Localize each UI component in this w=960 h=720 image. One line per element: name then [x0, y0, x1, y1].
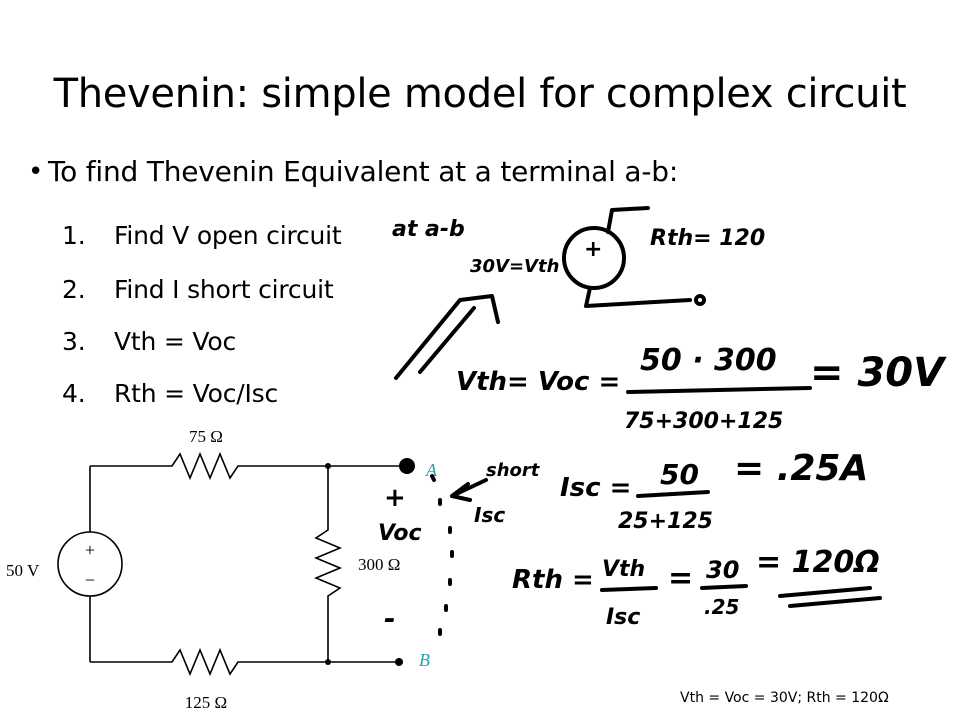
handwritten-voc-den: 75+300+125	[624, 409, 783, 434]
top-wire	[90, 451, 405, 481]
handwritten-minus: -	[384, 602, 396, 635]
thevenin-model-sketch	[394, 206, 706, 380]
handwritten-rth: Rth= 120	[650, 226, 765, 251]
handwritten-rth-result: = 120Ω	[756, 545, 880, 580]
handwritten-voc-lhs: Vth= Voc =	[456, 367, 620, 397]
handwritten-isc-lhs: Isc =	[560, 473, 631, 503]
circuit-diagram: + − 50 V 75 Ω 300 Ω 125 Ω A B	[6, 427, 438, 712]
terminal-b-label: B	[419, 650, 430, 670]
terminal-a-label: A	[425, 460, 438, 480]
handwritten-vth: 30V=Vth	[470, 256, 559, 277]
footer-note: Vth = Voc = 30V; Rth = 120Ω	[680, 690, 889, 706]
source-minus: −	[85, 570, 95, 590]
handwritten-rth-num2: 30	[706, 556, 739, 584]
handwritten-at-ab: at a-b	[392, 217, 465, 242]
slide-title: Thevenin: simple model for complex circu…	[53, 71, 907, 117]
voltage-source	[57, 531, 123, 597]
bullet-text: To find Thevenin Equivalent at a termina…	[48, 155, 679, 188]
step-number: 3.	[62, 327, 86, 356]
handwritten-isc-num: 50	[660, 458, 699, 491]
handwritten-rth-den: Isc	[606, 605, 640, 630]
handwritten-plus-2: +	[384, 483, 406, 513]
thevenin-source-sketch	[562, 226, 626, 290]
step-3: 3. Vth = Voc	[62, 324, 236, 360]
step-text: Rth = Voc/Isc	[114, 379, 279, 408]
handwritten-rth-den2: .25	[704, 595, 739, 619]
r-bottom-label: 125 Ω	[185, 693, 227, 712]
step-number: 4.	[62, 379, 86, 408]
bottom-wire	[90, 647, 400, 677]
handwritten-rth-lhs: Rth =	[512, 565, 594, 595]
step-text: Vth = Voc	[114, 327, 236, 356]
handwritten-voc-result: = 30V	[810, 350, 947, 396]
middle-resistor	[313, 466, 343, 662]
junction-dot	[325, 463, 331, 469]
source-plus: +	[85, 540, 95, 560]
handwritten-voc-label: Voc	[378, 521, 422, 546]
step-4: 4. Rth = Voc/Isc	[62, 376, 278, 412]
handwritten-rth-num: Vth	[602, 557, 645, 582]
handwritten-isc-den: 25+125	[618, 509, 713, 534]
handwritten-rth-eq: =	[668, 561, 693, 596]
step-1: 1. Find V open circuit	[62, 218, 342, 254]
step-text: Find I short circuit	[114, 275, 334, 304]
r-middle-label: 300 Ω	[358, 555, 400, 574]
step-number: 2.	[62, 275, 86, 304]
terminal-a-dot	[399, 458, 415, 474]
handwritten-isc-result: = .25A	[734, 448, 868, 489]
source-label: 50 V	[6, 561, 40, 580]
r-top-label: 75 Ω	[189, 427, 223, 446]
bullet-dot: •	[28, 157, 44, 187]
handwritten-short: short	[486, 460, 541, 481]
step-number: 1.	[62, 221, 86, 250]
junction-dot	[325, 659, 331, 665]
handwritten-voc-num: 50 · 300	[640, 343, 777, 378]
step-text: Find V open circuit	[114, 221, 342, 250]
handwritten-plus: +	[584, 237, 602, 262]
handwritten-isc-label: Isc	[474, 503, 505, 527]
step-2: 2. Find I short circuit	[62, 272, 334, 308]
terminal-b-dot	[395, 658, 403, 666]
